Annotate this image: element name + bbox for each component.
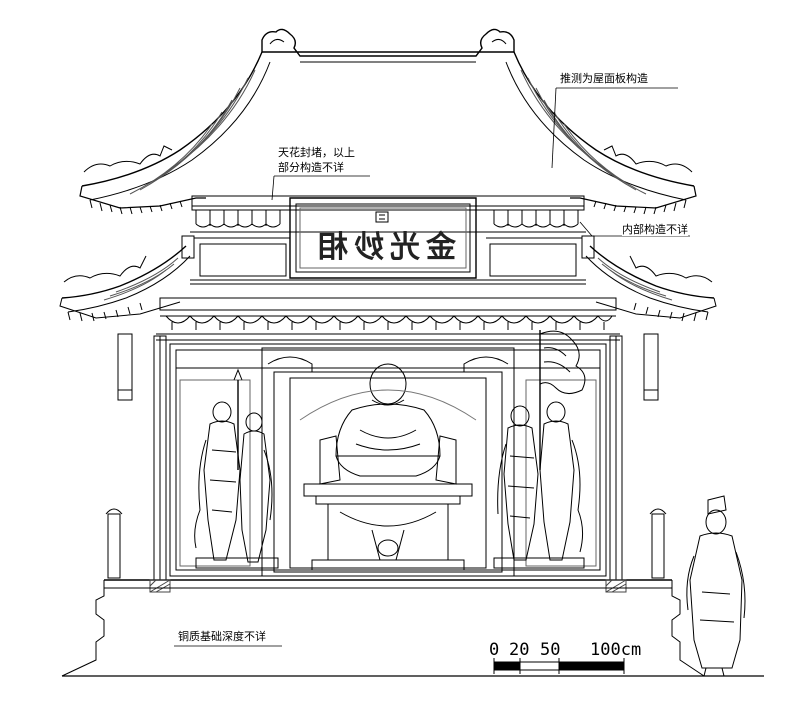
lower-roof-right-slope — [590, 246, 714, 298]
scale-label-100cm: 100cm — [590, 640, 642, 660]
scale-label-50: 50 — [540, 640, 561, 660]
lower-roof — [60, 246, 716, 321]
buddha-head — [370, 364, 406, 404]
scale-label-0: 0 — [489, 640, 500, 660]
scale-bar-segment-0 — [494, 662, 520, 670]
buddha-statue — [300, 364, 476, 570]
podium-base — [62, 509, 764, 676]
annotation-foundation: 铜质基础深度不详 — [178, 630, 266, 643]
hall-body — [118, 334, 658, 580]
annotation-leaders — [174, 88, 690, 646]
scale-bar — [494, 658, 624, 674]
annotation-ceiling-line2: 部分构造不详 — [278, 161, 344, 174]
banner-flag — [540, 331, 585, 393]
annotation-interior: 内部构造不详 — [622, 223, 688, 236]
lower-roof-left-slope — [62, 246, 186, 298]
annotation-ceiling-line1: 天花封堵，以上 — [278, 146, 355, 159]
right-attendant-figures — [494, 330, 585, 568]
annotation-roof-structure: 推测为屋面板构造 — [560, 72, 648, 85]
scale-bar-segment-2 — [559, 662, 624, 670]
upper-roof — [80, 29, 696, 214]
human-scale-figure — [687, 496, 745, 676]
left-attendant-figures — [195, 370, 278, 568]
lower-bracket-band — [156, 298, 620, 340]
name-plaque — [290, 198, 476, 278]
scale-label-20: 20 — [509, 640, 530, 660]
plaque-inscription: 金光妙相 — [312, 230, 456, 265]
roof-ridge — [262, 29, 514, 56]
